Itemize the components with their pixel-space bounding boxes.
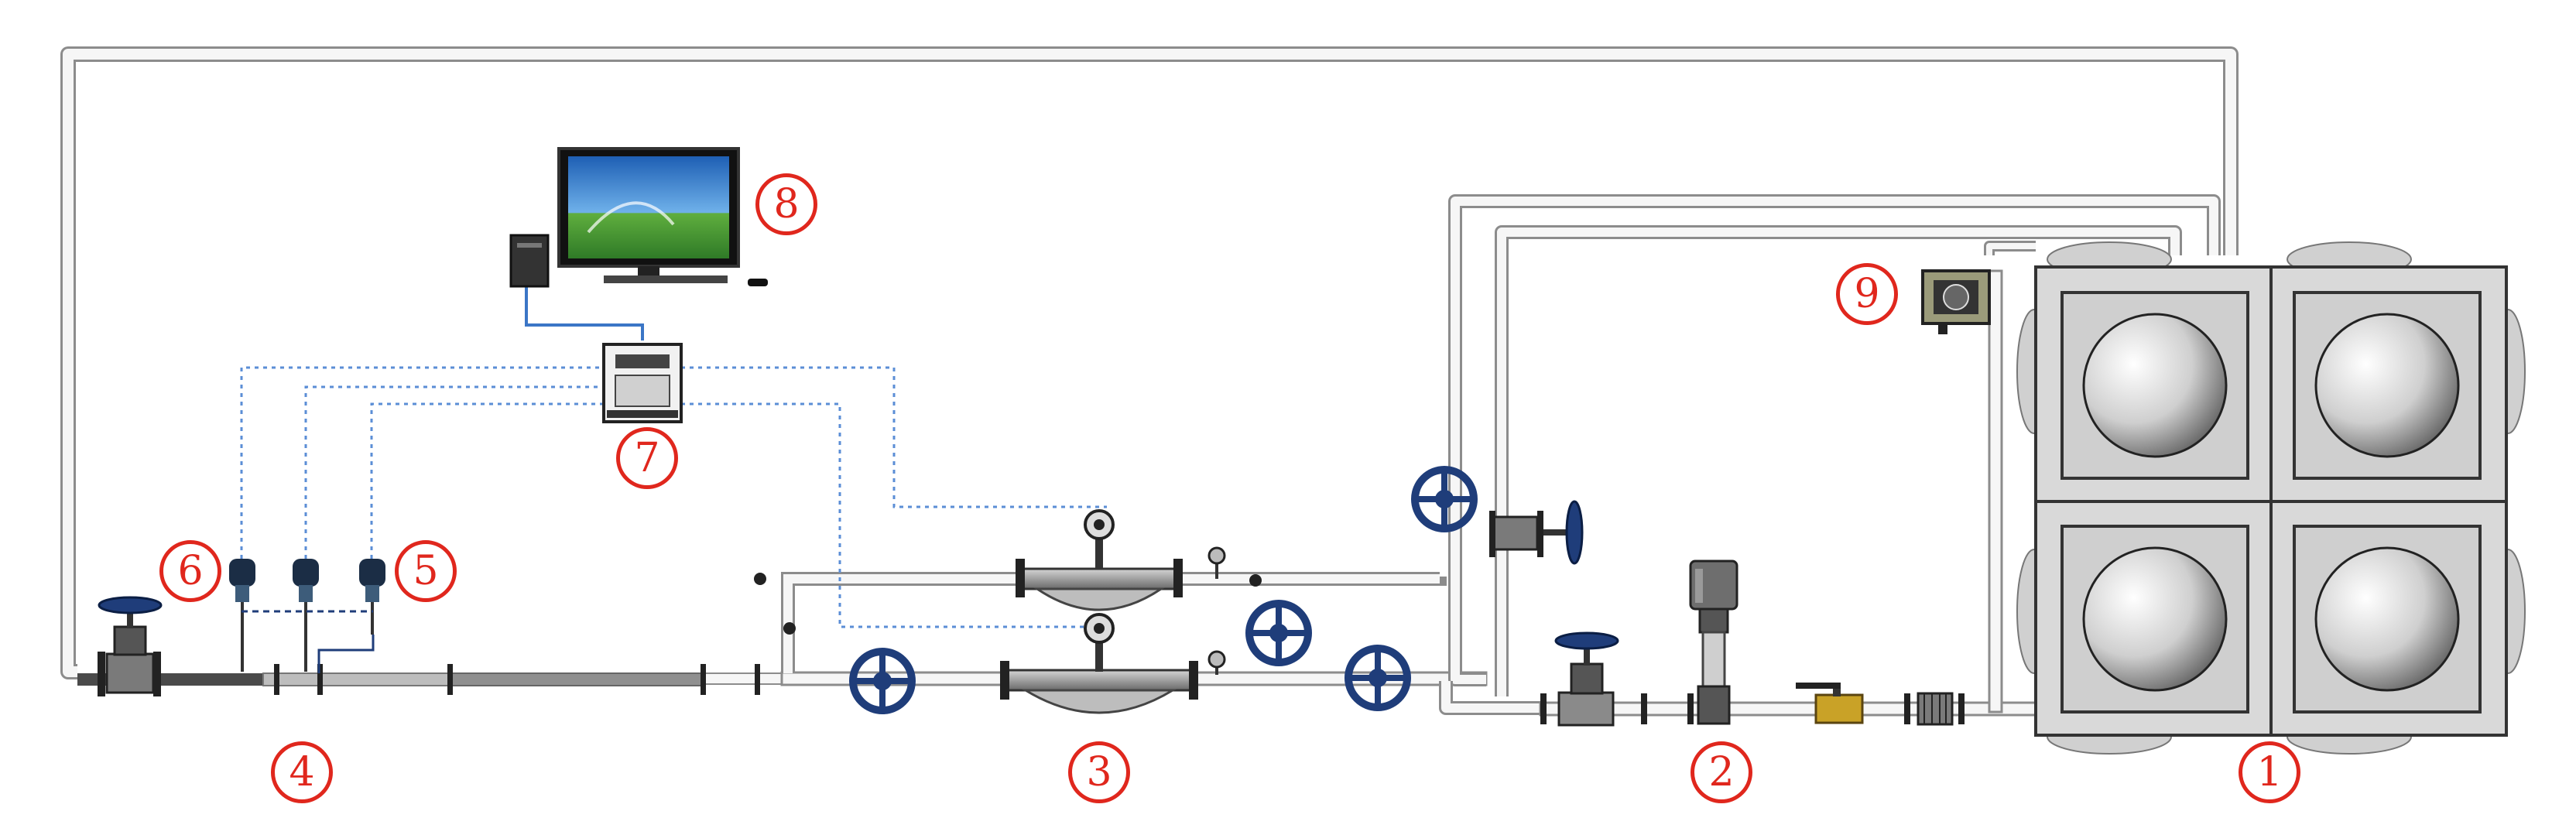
handwheel-valve-b-icon <box>1245 600 1312 666</box>
return-pipe-loop <box>60 46 2239 679</box>
signal-wiring <box>240 366 1107 628</box>
label-5: 5 <box>395 540 457 602</box>
controller-unit-icon <box>602 343 683 423</box>
sensor-5-icon <box>359 559 385 635</box>
pressure-gauges <box>1208 546 1226 675</box>
pump-suction-line <box>1539 269 2037 717</box>
vertical-pump-icon <box>1689 560 1738 725</box>
label-4: 4 <box>271 741 333 803</box>
sensor-6-icon <box>229 559 255 672</box>
pump-gate-valve-icon <box>1554 631 1619 727</box>
handwheel-valve-a-icon <box>849 648 916 714</box>
handwheel-valve-d-icon <box>1411 466 1478 532</box>
handwheel-valve-c-icon <box>1345 645 1411 711</box>
inlet-gate-valve <box>98 596 163 696</box>
sensor-mid-icon <box>293 559 319 672</box>
computer-tower-icon <box>509 234 550 288</box>
bottom-flanges <box>1540 693 1965 724</box>
side-valve-icon <box>1489 500 1584 565</box>
coriolis-meter-lower-icon <box>1000 613 1198 714</box>
water-tank-icon <box>2016 241 2526 755</box>
remote-meter-icon <box>1921 269 1991 334</box>
label-7: 7 <box>616 427 678 489</box>
upper-loops <box>1439 194 2221 715</box>
label-2: 2 <box>1690 741 1752 803</box>
brass-valve-icon <box>1796 683 1864 724</box>
label-3: 3 <box>1068 741 1130 803</box>
pc-link-cable <box>525 280 644 341</box>
computer-monitor-icon <box>557 147 768 286</box>
label-8: 8 <box>755 173 817 235</box>
label-9: 9 <box>1836 263 1898 325</box>
label-6: 6 <box>159 540 221 602</box>
compensator-icon <box>1917 692 1954 726</box>
label-1: 1 <box>2239 741 2300 803</box>
coriolis-meter-upper-icon <box>1016 509 1183 611</box>
sensor-group <box>229 559 385 673</box>
